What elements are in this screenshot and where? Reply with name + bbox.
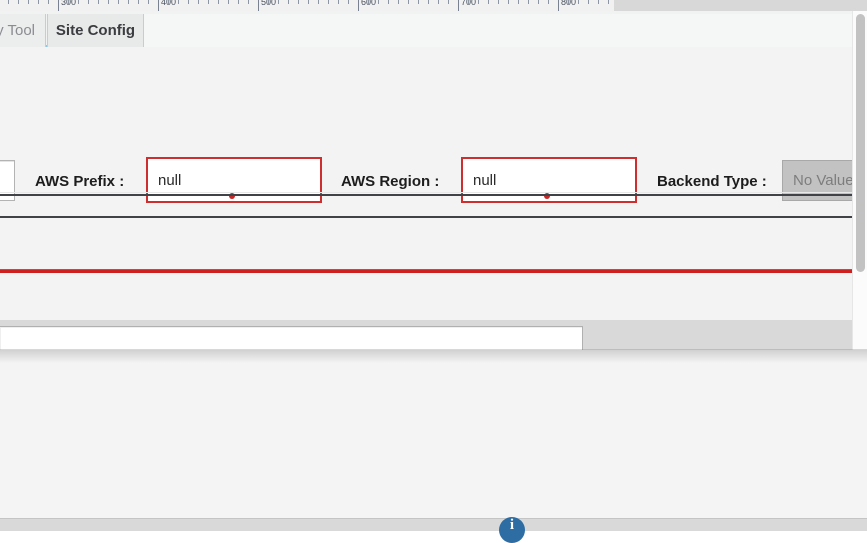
ruler-tick-minor [48,0,49,4]
aws-region-label: AWS Region : [341,173,440,190]
backend-type-label: Backend Type : [657,173,767,190]
ruler-tick-minor [248,0,249,4]
aws-prefix-value: null [158,171,182,189]
section-divider-2 [0,216,853,218]
ruler-tick-minor [288,0,289,4]
ruler-tick-minor [298,0,299,4]
ruler-tick-minor [428,0,429,4]
ruler-tick-minor [218,0,219,4]
ruler-tick-minor [368,0,369,4]
ruler-tick-minor [478,0,479,4]
tab-bar-empty-area [144,14,867,47]
ruler-tick-minor [198,0,199,4]
aws-settings-row: AWS Prefix : null AWS Region : null Back… [0,157,867,213]
validation-rule-line [0,269,853,273]
info-icon[interactable]: i [499,517,525,543]
ruler-tick-minor [538,0,539,4]
aws-prefix-label: AWS Prefix : [35,173,125,190]
ruler-label: 600 [361,0,377,7]
ruler-label: 800 [561,0,577,7]
ruler-tick-minor [418,0,419,4]
site-config-panel: AWS Prefix : null AWS Region : null Back… [0,47,867,370]
ruler-tick-minor [28,0,29,4]
ruler-tick-minor [408,0,409,4]
ruler-tick-minor [38,0,39,4]
ruler-tick-minor [178,0,179,4]
ruler-tick-minor [318,0,319,4]
ruler-tick-minor [88,0,89,4]
ruler-tick-minor [468,0,469,4]
ruler-tick-minor [168,0,169,4]
ruler-tick-minor [488,0,489,4]
ruler-tick-minor [68,0,69,4]
aws-region-value: null [473,171,497,189]
ruler-tick-major [458,0,459,11]
ruler-tick-minor [438,0,439,4]
tab-bar: y Tool Site Config [0,11,867,47]
aws-region-required-dot [544,193,550,199]
ruler-tick-minor [608,0,609,4]
ruler-tick-minor [78,0,79,4]
vertical-scrollbar-thumb[interactable] [856,14,865,272]
ruler-tick-minor [328,0,329,4]
ruler-tick-minor [598,0,599,4]
ruler-track [0,0,614,11]
ruler-tick-minor [588,0,589,4]
ruler-tick-minor [308,0,309,4]
ruler-tick-minor [338,0,339,4]
ruler-tick-minor [238,0,239,4]
ruler-tick-major [358,0,359,11]
ruler-tick-minor [108,0,109,4]
tab-deploy-tool-label: y Tool [0,22,35,39]
ruler-tick-minor [268,0,269,4]
ruler-tick-minor [548,0,549,4]
ruler-tick-minor [498,0,499,4]
ruler-tick-minor [278,0,279,4]
horizontal-ruler: 300 400 500 600 700 800 [0,0,867,11]
ruler-tick-minor [448,0,449,4]
ruler-tick-major [258,0,259,11]
ruler-tick-minor [378,0,379,4]
ruler-inactive-region [614,0,867,11]
ruler-tick-major [158,0,159,11]
ruler-tick-minor [228,0,229,4]
ruler-tick-minor [148,0,149,4]
backend-type-value: No Value [793,172,854,189]
ruler-label: 400 [161,0,177,7]
tab-site-config-label: Site Config [55,22,136,39]
section-divider-1 [0,194,853,196]
ruler-tick-minor [208,0,209,4]
vertical-scrollbar[interactable] [852,11,867,350]
ruler-tick-minor [518,0,519,4]
ruler-tick-minor [528,0,529,4]
bottom-status-bar [0,518,867,531]
ruler-tick-major [58,0,59,11]
ruler-tick-minor [578,0,579,4]
tab-deploy-tool[interactable]: y Tool [0,14,46,47]
ruler-label: 700 [461,0,477,7]
ruler-tick-minor [8,0,9,4]
tab-site-config[interactable]: Site Config [47,14,144,47]
ruler-tick-minor [128,0,129,4]
ruler-tick-minor [18,0,19,4]
ruler-tick-minor [98,0,99,4]
ruler-tick-minor [118,0,119,4]
ruler-tick-minor [508,0,509,4]
section-hairline-top [0,192,853,193]
page-background-lower [0,350,867,518]
ruler-tick-minor [388,0,389,4]
cut-off-field-input[interactable] [0,160,15,201]
ruler-tick-minor [138,0,139,4]
ruler-label: 300 [61,0,77,7]
ruler-tick-minor [348,0,349,4]
ruler-label: 500 [261,0,277,7]
ruler-tick-major [558,0,559,11]
ruler-tick-minor [188,0,189,4]
ruler-tick-minor [398,0,399,4]
aws-prefix-required-dot [229,193,235,199]
ruler-tick-minor [568,0,569,4]
